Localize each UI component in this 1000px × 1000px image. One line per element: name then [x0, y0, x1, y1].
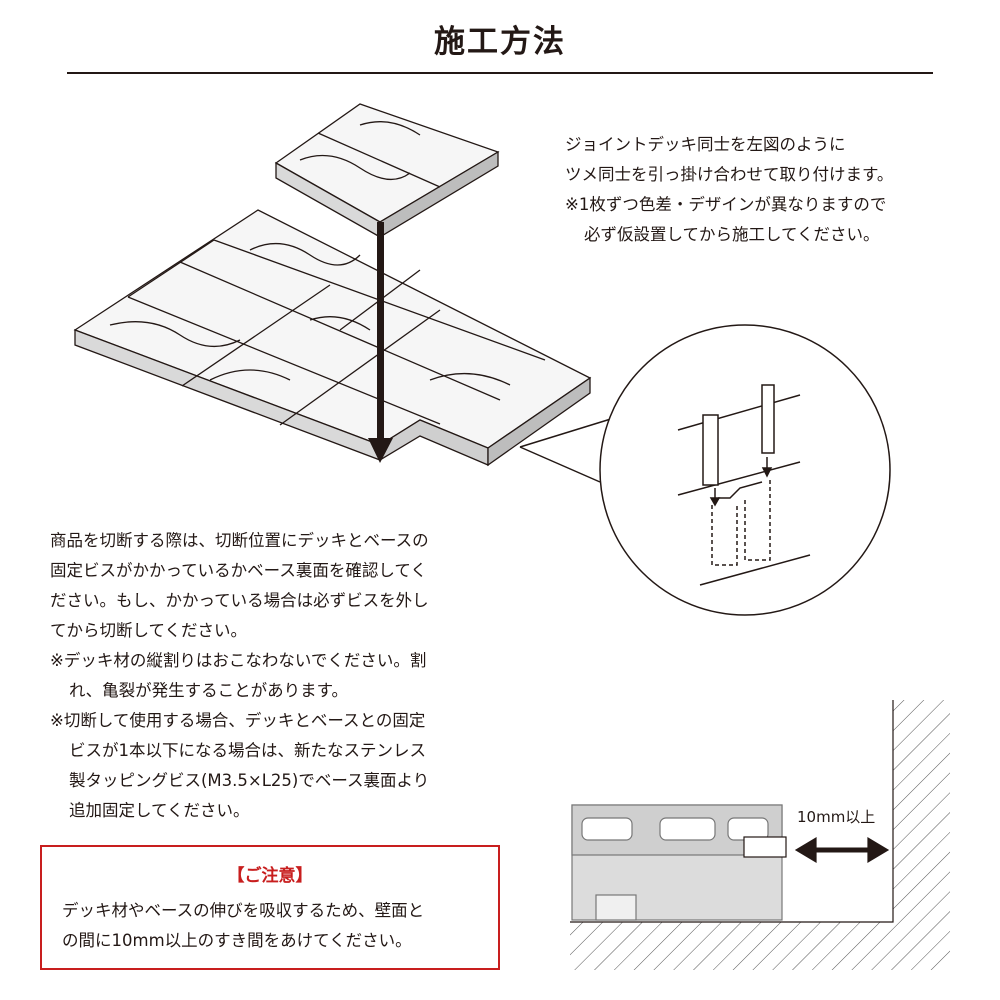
- page-title: 施工方法: [434, 24, 566, 60]
- cutting-note-line: ※デッキ材の縦割りはおこなわないでください。割: [50, 651, 427, 670]
- arrow-down-icon: [368, 222, 393, 463]
- cutting-note-line: れ、亀裂が発生することがあります。: [69, 681, 349, 700]
- cutting-note-line: 商品を切断する際は、切断位置にデッキとベースの: [50, 531, 429, 550]
- assembled-deck-illustration: [73, 209, 592, 467]
- cutting-note-line: てから切断してください。: [50, 621, 248, 640]
- cutting-note: 商品を切断する際は、切断位置にデッキとベースの 固定ビスがかかっているかベース裏…: [50, 526, 429, 826]
- cutting-note-line: 固定ビスがかかっているかベース裏面を確認してく: [50, 561, 427, 580]
- install-note-line: 必ず仮設置してから施工してください。: [584, 225, 880, 244]
- cutting-note-line: 追加固定してください。: [69, 801, 250, 820]
- cutting-note-line: ださい。もし、かかっている場合は必ずビスを外し: [50, 591, 429, 610]
- install-note-line: ジョイントデッキ同士を左図のように: [565, 135, 846, 154]
- caution-line: デッキ材やベースの伸びを吸収するため、壁面と: [62, 901, 425, 920]
- gap-dimension-label: 10mm以上: [797, 808, 876, 826]
- caution-line: の間に10mm以上のすき間をあけてください。: [62, 931, 412, 950]
- caution-title: 【ご注意】: [227, 866, 313, 886]
- install-note: ジョイントデッキ同士を左図のように ツメ同士を引っ掛け合わせて取り付けます。 ※…: [565, 130, 893, 250]
- install-note-line: ※1枚ずつ色差・デザインが異なりますので: [565, 195, 887, 214]
- joint-detail-callout: [519, 324, 891, 616]
- single-tile-illustration: [274, 103, 500, 239]
- install-note-line: ツメ同士を引っ掛け合わせて取り付けます。: [565, 165, 894, 184]
- title-divider: [67, 72, 933, 74]
- cutting-note-line: ビスが1本以下になる場合は、新たなステンレス: [69, 741, 426, 760]
- caution-text: デッキ材やベースの伸びを吸収するため、壁面と の間に10mm以上のすき間をあけて…: [62, 896, 424, 956]
- caution-box: 【ご注意】 デッキ材やベースの伸びを吸収するため、壁面と の間に10mm以上のす…: [40, 845, 500, 970]
- wall-gap-illustration: [570, 700, 950, 970]
- cutting-note-line: 製タッピングビス(M3.5×L25)でベース裏面より: [69, 771, 430, 790]
- cutting-note-line: ※切断して使用する場合、デッキとベースとの固定: [50, 711, 426, 730]
